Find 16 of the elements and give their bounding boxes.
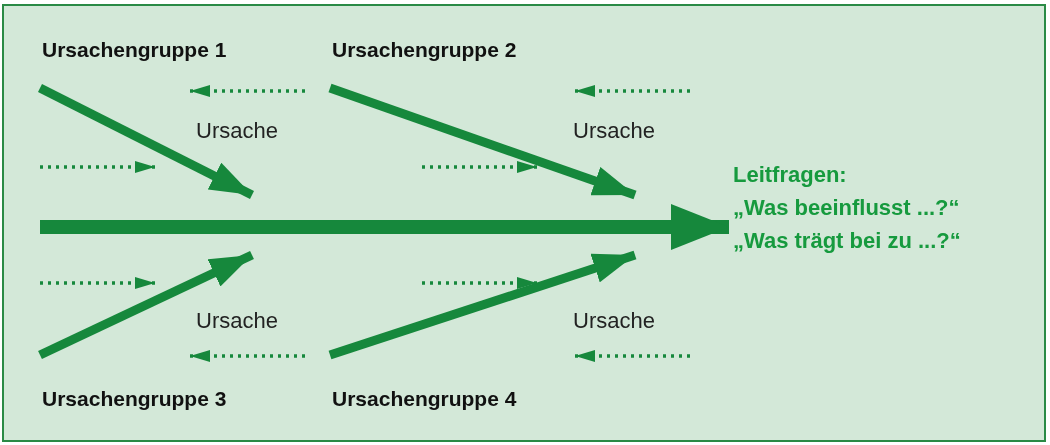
question-text: „Was beeinflusst ...?“ bbox=[733, 194, 961, 222]
question-text: „Was trägt bei zu ...?“ bbox=[733, 227, 961, 255]
cause-label: Ursache bbox=[573, 308, 655, 334]
group-label: Ursachengruppe 2 bbox=[332, 38, 517, 62]
main-arrow bbox=[40, 204, 729, 250]
cause-arrow bbox=[328, 83, 637, 200]
cause-label: Ursache bbox=[196, 118, 278, 144]
cause-arrow bbox=[37, 84, 255, 199]
heading-text: Leitfragen: bbox=[733, 161, 848, 189]
group-label: Ursachengruppe 1 bbox=[42, 38, 227, 62]
cause-label: Ursache bbox=[196, 308, 278, 334]
cause-arrow bbox=[38, 250, 254, 360]
group-label: Ursachengruppe 4 bbox=[332, 387, 517, 411]
cause-arrow bbox=[328, 250, 637, 360]
group-label: Ursachengruppe 3 bbox=[42, 387, 227, 411]
cause-label: Ursache bbox=[573, 118, 655, 144]
